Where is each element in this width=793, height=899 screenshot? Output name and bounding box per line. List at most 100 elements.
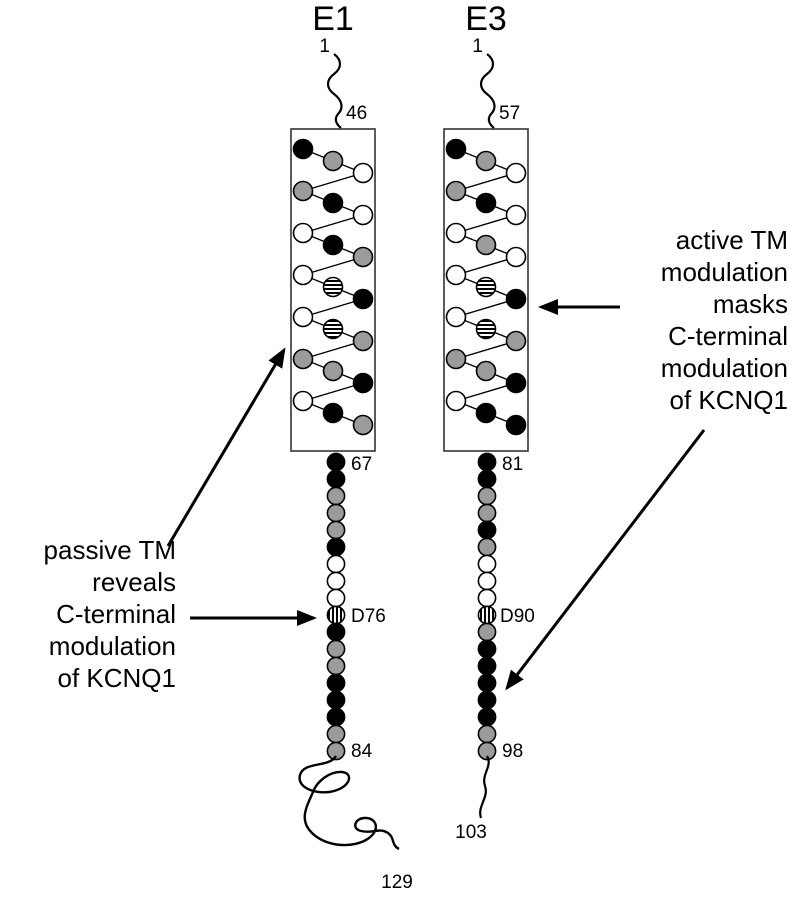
e3-diagram: E3 1 57 81 D90 98 103 (443, 0, 535, 843)
helix-residue-gray (292, 348, 314, 370)
helix-residue-white (445, 306, 467, 328)
helix-bond (455, 340, 517, 360)
helix-residue-gray (322, 360, 344, 382)
helix-residue-black (322, 402, 344, 424)
helix-bond (302, 256, 364, 276)
chain-residue-gray (477, 724, 497, 744)
chain-residue-gray (326, 486, 346, 506)
e3-special-residue-label: D90 (500, 606, 535, 627)
e1-n-terminus-squiggle (326, 53, 343, 129)
helix-residue-gray (352, 246, 374, 268)
e3-n-terminus-squiggle (479, 53, 496, 129)
helix-residue-white (292, 306, 314, 328)
e3-c-terminus-number: 103 (455, 822, 487, 843)
helix-residue-gray (292, 180, 314, 202)
helix-residue-white (445, 264, 467, 286)
e3-chain-end-number: 98 (502, 741, 523, 762)
chain-residue-black (477, 639, 497, 659)
chain-residue-gray (477, 537, 497, 557)
chain-residue-white (326, 588, 346, 608)
chain-residue-black (477, 656, 497, 676)
chain-residue-black (326, 673, 346, 693)
chain-residue-gray (326, 520, 346, 540)
helix-bond (455, 298, 517, 318)
helix-residue-white (505, 162, 527, 184)
chain-residue-black (326, 469, 346, 489)
chain-residue-gray (477, 486, 497, 506)
helix-residue-striped (475, 318, 497, 340)
e1-tm-start-number: 46 (346, 103, 367, 124)
e1-helix-net (292, 138, 374, 436)
helix-residue-black (475, 192, 497, 214)
helix-bond (302, 172, 364, 192)
helix-residue-black (322, 234, 344, 256)
helix-residue-black (475, 402, 497, 424)
helix-bond (302, 340, 364, 360)
e3-cterm-chain (477, 452, 497, 761)
chain-residue-black (477, 690, 497, 710)
helix-residue-gray (475, 360, 497, 382)
chain-residue-black (477, 520, 497, 540)
helix-residue-white (292, 264, 314, 286)
e3-tm-end-number: 81 (502, 454, 523, 475)
chain-residue-black (326, 707, 346, 727)
e1-chain-end-number: 84 (351, 741, 373, 762)
helix-residue-striped (322, 318, 344, 340)
chain-residue-black (326, 622, 346, 642)
helix-residue-black (505, 414, 527, 436)
helix-residue-black (505, 288, 527, 310)
helix-residue-white (292, 390, 314, 412)
chain-residue-white (477, 554, 497, 574)
helix-residue-white (352, 204, 374, 226)
helix-residue-striped (322, 276, 344, 298)
helix-residue-striped (475, 276, 497, 298)
helix-bond (302, 298, 364, 318)
helix-residue-gray (352, 330, 374, 352)
e3-tm-start-number: 57 (499, 103, 520, 124)
e1-diagram: E1 1 46 67 D76 84 129 (290, 0, 413, 893)
helix-residue-gray (475, 234, 497, 256)
chain-residue-gray (326, 724, 346, 744)
chain-residue-gray (326, 656, 346, 676)
e1-c-terminus-tail (298, 755, 400, 851)
helix-residue-black (352, 372, 374, 394)
annotation-active-tm: active TM modulation masks C-terminal mo… (660, 225, 788, 415)
helix-bond (455, 172, 517, 192)
annotation-arrows (166, 299, 706, 691)
helix-residue-gray (322, 150, 344, 172)
chain-residue-white (477, 571, 497, 591)
helix-residue-gray (445, 348, 467, 370)
e3-n-terminus-number: 1 (472, 36, 483, 57)
helix-residue-white (292, 222, 314, 244)
helix-residue-gray (352, 414, 374, 436)
helix-residue-white (505, 204, 527, 226)
chain-residue-striped (326, 605, 346, 625)
annotation-passive-tm: passive TM reveals C-terminal modulation… (43, 535, 176, 693)
helix-bond (455, 382, 517, 402)
e1-cterm-chain (326, 452, 346, 761)
chain-residue-black (326, 452, 346, 472)
helix-residue-black (322, 192, 344, 214)
chain-residue-black (477, 707, 497, 727)
e1-n-terminus-number: 1 (319, 36, 330, 57)
chain-residue-black (477, 452, 497, 472)
helix-residue-white (352, 162, 374, 184)
chain-residue-white (326, 554, 346, 574)
helix-residue-gray (505, 330, 527, 352)
chain-residue-gray (477, 741, 497, 761)
e3-c-terminus-tail (479, 755, 490, 819)
arrow-passive-to-tm (166, 347, 286, 547)
helix-residue-white (445, 390, 467, 412)
e3-title: E3 (465, 0, 507, 38)
e1-special-residue-label: D76 (351, 606, 386, 627)
chain-residue-black (477, 469, 497, 489)
helix-residue-black (352, 288, 374, 310)
chain-residue-black (326, 537, 346, 557)
chain-residue-gray (326, 741, 346, 761)
helix-residue-black (505, 372, 527, 394)
helix-residue-white (505, 246, 527, 268)
helix-bond (302, 214, 364, 234)
chain-residue-gray (477, 622, 497, 642)
helix-bond (455, 256, 517, 276)
